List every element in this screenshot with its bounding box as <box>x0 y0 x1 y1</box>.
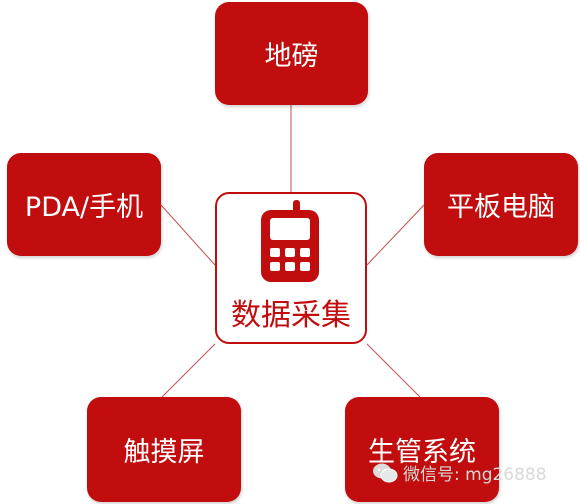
connector-left <box>160 204 216 266</box>
node-weighbridge: 地磅 <box>215 2 368 105</box>
connector-bottom-left <box>161 343 216 398</box>
node-pda-phone-label: PDA/手机 <box>24 192 144 223</box>
watermark: 微信号: mg26888 <box>372 460 547 485</box>
node-touchscreen: 触摸屏 <box>87 397 241 502</box>
node-tablet-label: 平板电脑 <box>447 192 555 223</box>
connector-bottom-right <box>366 343 421 398</box>
node-pda-phone: PDA/手机 <box>7 153 161 256</box>
node-touchscreen-label: 触摸屏 <box>123 437 205 468</box>
mobile-phone-icon <box>261 200 319 282</box>
node-weighbridge-label: 地磅 <box>264 41 319 72</box>
node-production-system-label: 生管系统 <box>368 437 476 468</box>
center-label: 数据采集 <box>231 298 351 333</box>
watermark-text: 微信号: mg26888 <box>403 465 547 485</box>
node-tablet: 平板电脑 <box>424 153 578 256</box>
connector-right <box>366 204 425 266</box>
node-production-system: 生管系统 <box>345 397 499 502</box>
wechat-icon <box>373 463 398 482</box>
center-node-data-collection: 数据采集 <box>215 192 367 344</box>
